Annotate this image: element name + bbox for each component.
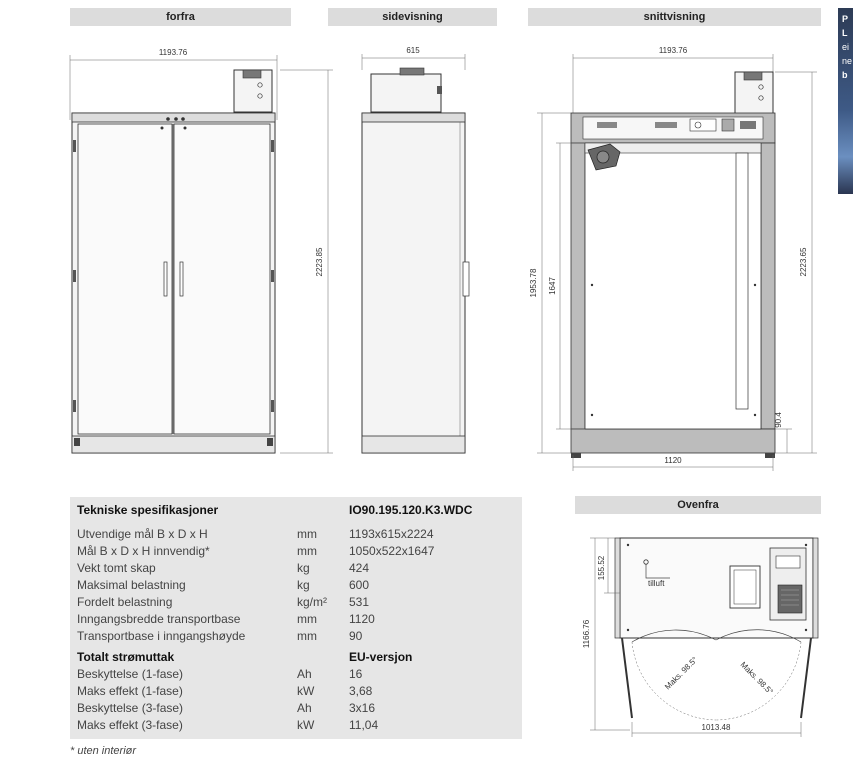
header-side: sidevisning bbox=[328, 8, 497, 26]
section-h2-label: 1647 bbox=[548, 277, 557, 295]
spec-row: Vekt tomt skap kg 424 bbox=[70, 561, 522, 578]
power-version: EU-versjon bbox=[349, 650, 413, 664]
spec-label: Utvendige mål B x D x H bbox=[77, 527, 208, 541]
power-title: Totalt strømuttak bbox=[77, 650, 175, 664]
power-row: Beskyttelse (1-fase) Ah 16 bbox=[70, 667, 522, 684]
front-view: 1193.76 2223.85 bbox=[69, 48, 333, 454]
airflow-label: tilluft bbox=[648, 579, 665, 588]
top-width-label: 1013.48 bbox=[702, 723, 731, 732]
spec-value: 531 bbox=[349, 595, 370, 609]
spec-value: 424 bbox=[349, 561, 370, 575]
power-row: Maks effekt (1-fase) kW 3,68 bbox=[70, 684, 522, 701]
power-value: 16 bbox=[349, 667, 363, 681]
section-bottom-label: 1120 bbox=[664, 456, 682, 465]
power-unit: kW bbox=[297, 718, 315, 732]
section-width-label: 1193.76 bbox=[659, 46, 688, 55]
spec-title: Tekniske spesifikasjoner bbox=[77, 503, 219, 517]
top-depth-label: 1166.76 bbox=[582, 619, 591, 648]
top-view: tilluft Maks. 98.5° Maks. 98.5° 1166.76 … bbox=[582, 537, 819, 737]
spec-row: Mål B x D x H innvendig* mm 1050x522x1647 bbox=[70, 544, 522, 561]
swing-right-label: Maks. 98.5° bbox=[739, 660, 775, 696]
spec-model: IO90.195.120.K3.WDC bbox=[349, 503, 473, 517]
spec-row: Fordelt belastning kg/m² 531 bbox=[70, 595, 522, 612]
spec-value: 90 bbox=[349, 629, 363, 643]
spec-label: Maksimal belastning bbox=[77, 578, 186, 592]
power-label: Beskyttelse (3-fase) bbox=[77, 701, 184, 715]
footnote: * uten interiør bbox=[70, 745, 137, 757]
power-unit: kW bbox=[297, 684, 315, 698]
power-value: 3x16 bbox=[349, 701, 376, 715]
spec-value: 1120 bbox=[349, 612, 375, 626]
spec-unit: kg bbox=[297, 561, 310, 575]
spec-header-row: Tekniske spesifikasjoner IO90.195.120.K3… bbox=[70, 503, 522, 520]
side-depth-label: 615 bbox=[406, 46, 420, 55]
power-unit: Ah bbox=[297, 701, 312, 715]
spec-unit: kg bbox=[297, 578, 310, 592]
section-height-label: 2223.65 bbox=[799, 247, 808, 276]
photo-text-1: P bbox=[842, 14, 849, 24]
photo-text-4: ne bbox=[842, 56, 853, 66]
power-unit: Ah bbox=[297, 667, 312, 681]
photo-text-2: L bbox=[842, 28, 848, 38]
spec-value: 1050x522x1647 bbox=[349, 544, 435, 558]
power-value: 3,68 bbox=[349, 684, 373, 698]
swing-left-label: Maks. 98.5° bbox=[663, 655, 699, 691]
photo-text-3: ei bbox=[842, 42, 850, 52]
spec-label: Mål B x D x H innvendig* bbox=[77, 544, 210, 558]
front-width-label: 1193.76 bbox=[159, 48, 188, 57]
header-front: forfra bbox=[70, 8, 291, 26]
section-view: 1193.76 195 bbox=[529, 46, 817, 471]
header-top: Ovenfra bbox=[575, 496, 821, 514]
power-label: Maks effekt (3-fase) bbox=[77, 718, 183, 732]
power-label: Beskyttelse (1-fase) bbox=[77, 667, 184, 681]
power-value: 11,04 bbox=[349, 718, 379, 732]
side-view: 615 bbox=[361, 46, 470, 454]
spec-row: Inngangsbredde transportbase mm 1120 bbox=[70, 612, 522, 629]
spec-label: Transportbase i inngangshøyde bbox=[77, 629, 246, 643]
section-base-label: 90.4 bbox=[774, 412, 783, 428]
front-height-label: 2223.85 bbox=[315, 247, 324, 276]
spec-value: 1193x615x2224 bbox=[349, 527, 434, 541]
spec-row: Maksimal belastning kg 600 bbox=[70, 578, 522, 595]
power-row: Maks effekt (3-fase) kW 11,04 bbox=[70, 718, 522, 735]
spec-unit: mm bbox=[297, 629, 317, 643]
photo-text-5: b bbox=[842, 70, 848, 80]
power-label: Maks effekt (1-fase) bbox=[77, 684, 183, 698]
power-header-row: Totalt strømuttak EU-versjon bbox=[70, 650, 522, 667]
spec-unit: mm bbox=[297, 527, 317, 541]
spec-unit: kg/m² bbox=[297, 595, 327, 609]
top-offset-label: 155.52 bbox=[597, 555, 606, 580]
spec-label: Vekt tomt skap bbox=[77, 561, 156, 575]
spec-label: Fordelt belastning bbox=[77, 595, 173, 609]
spec-unit: mm bbox=[297, 612, 317, 626]
product-photo-strip: P L ei ne b bbox=[838, 8, 853, 194]
power-row: Beskyttelse (3-fase) Ah 3x16 bbox=[70, 701, 522, 718]
spec-label: Inngangsbredde transportbase bbox=[77, 612, 241, 626]
header-section: snittvisning bbox=[528, 8, 821, 26]
spec-value: 600 bbox=[349, 578, 370, 592]
spec-row: Utvendige mål B x D x H mm 1193x615x2224 bbox=[70, 527, 522, 544]
spec-unit: mm bbox=[297, 544, 317, 558]
section-h1-label: 1953.78 bbox=[529, 268, 538, 297]
spec-table: Tekniske spesifikasjoner IO90.195.120.K3… bbox=[70, 497, 522, 739]
spec-row: Transportbase i inngangshøyde mm 90 bbox=[70, 629, 522, 646]
